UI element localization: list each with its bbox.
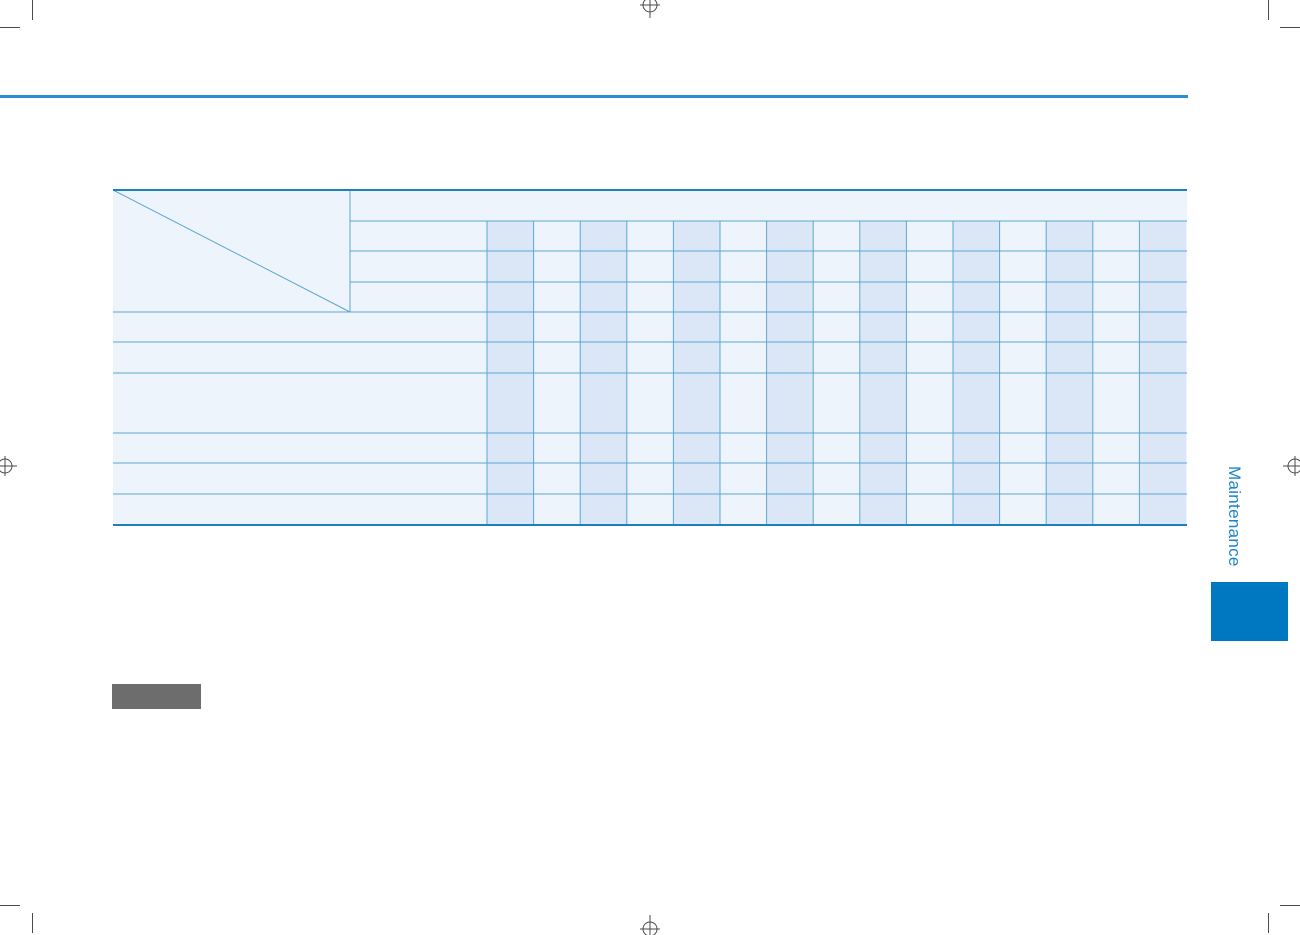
header-diagonal-line	[112, 189, 351, 313]
table-background	[113, 190, 1187, 525]
crop-mark	[1268, 0, 1269, 20]
crop-mark	[1280, 905, 1300, 906]
note-badge	[112, 684, 201, 709]
section-tab	[1211, 582, 1288, 641]
crop-mark	[32, 913, 33, 933]
registration-mark-icon	[640, 915, 660, 935]
header-rule	[0, 95, 1188, 98]
crop-mark	[0, 27, 20, 28]
section-tab-label: Maintenance	[1225, 466, 1244, 567]
crop-mark	[32, 0, 33, 20]
crop-mark	[1268, 913, 1269, 933]
registration-mark-icon	[640, 0, 660, 18]
registration-mark-icon	[0, 456, 17, 476]
crop-mark	[0, 905, 20, 906]
crop-mark	[1280, 27, 1300, 28]
